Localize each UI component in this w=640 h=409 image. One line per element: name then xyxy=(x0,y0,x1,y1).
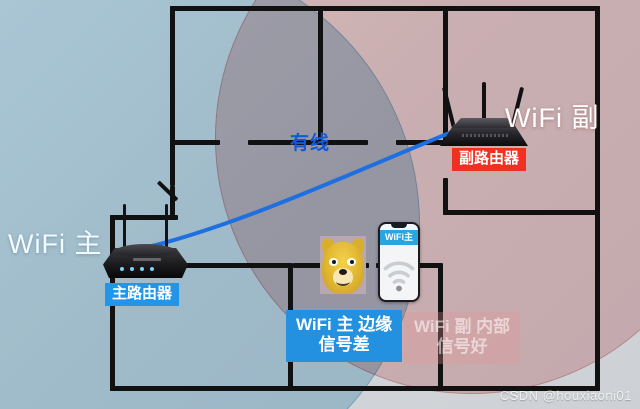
sub-router-badge: 副路由器 xyxy=(452,148,527,171)
weak-signal-line1: WiFi 主 边缘 xyxy=(296,315,393,334)
smartphone-device[interactable]: WiFi主 xyxy=(378,222,420,302)
wifi-signal-icon xyxy=(383,261,415,292)
weak-signal-line2: 信号差 xyxy=(318,335,370,355)
strong-signal-badge: WiFi 副 内部 信号好 xyxy=(404,312,521,365)
doge-meme-image xyxy=(320,236,366,294)
csdn-watermark: CSDN @houxiaoni01 xyxy=(499,388,632,403)
wired-link-label: 有线 xyxy=(290,133,331,154)
strong-signal-line1: WiFi 副 内部 xyxy=(414,317,511,336)
wifi-main-label: WiFi 主 xyxy=(8,229,103,259)
main-router-icon xyxy=(103,204,188,282)
strong-signal-line2: 信号好 xyxy=(436,337,488,357)
main-router-badge: 主路由器 xyxy=(105,283,180,306)
phone-ssid-label: WiFi主 xyxy=(380,230,418,245)
phone-notch xyxy=(391,224,407,228)
sub-router-icon xyxy=(440,82,528,146)
wifi-sub-label: WiFi 副 xyxy=(505,103,600,133)
weak-signal-badge: WiFi 主 边缘 信号差 xyxy=(286,310,403,363)
